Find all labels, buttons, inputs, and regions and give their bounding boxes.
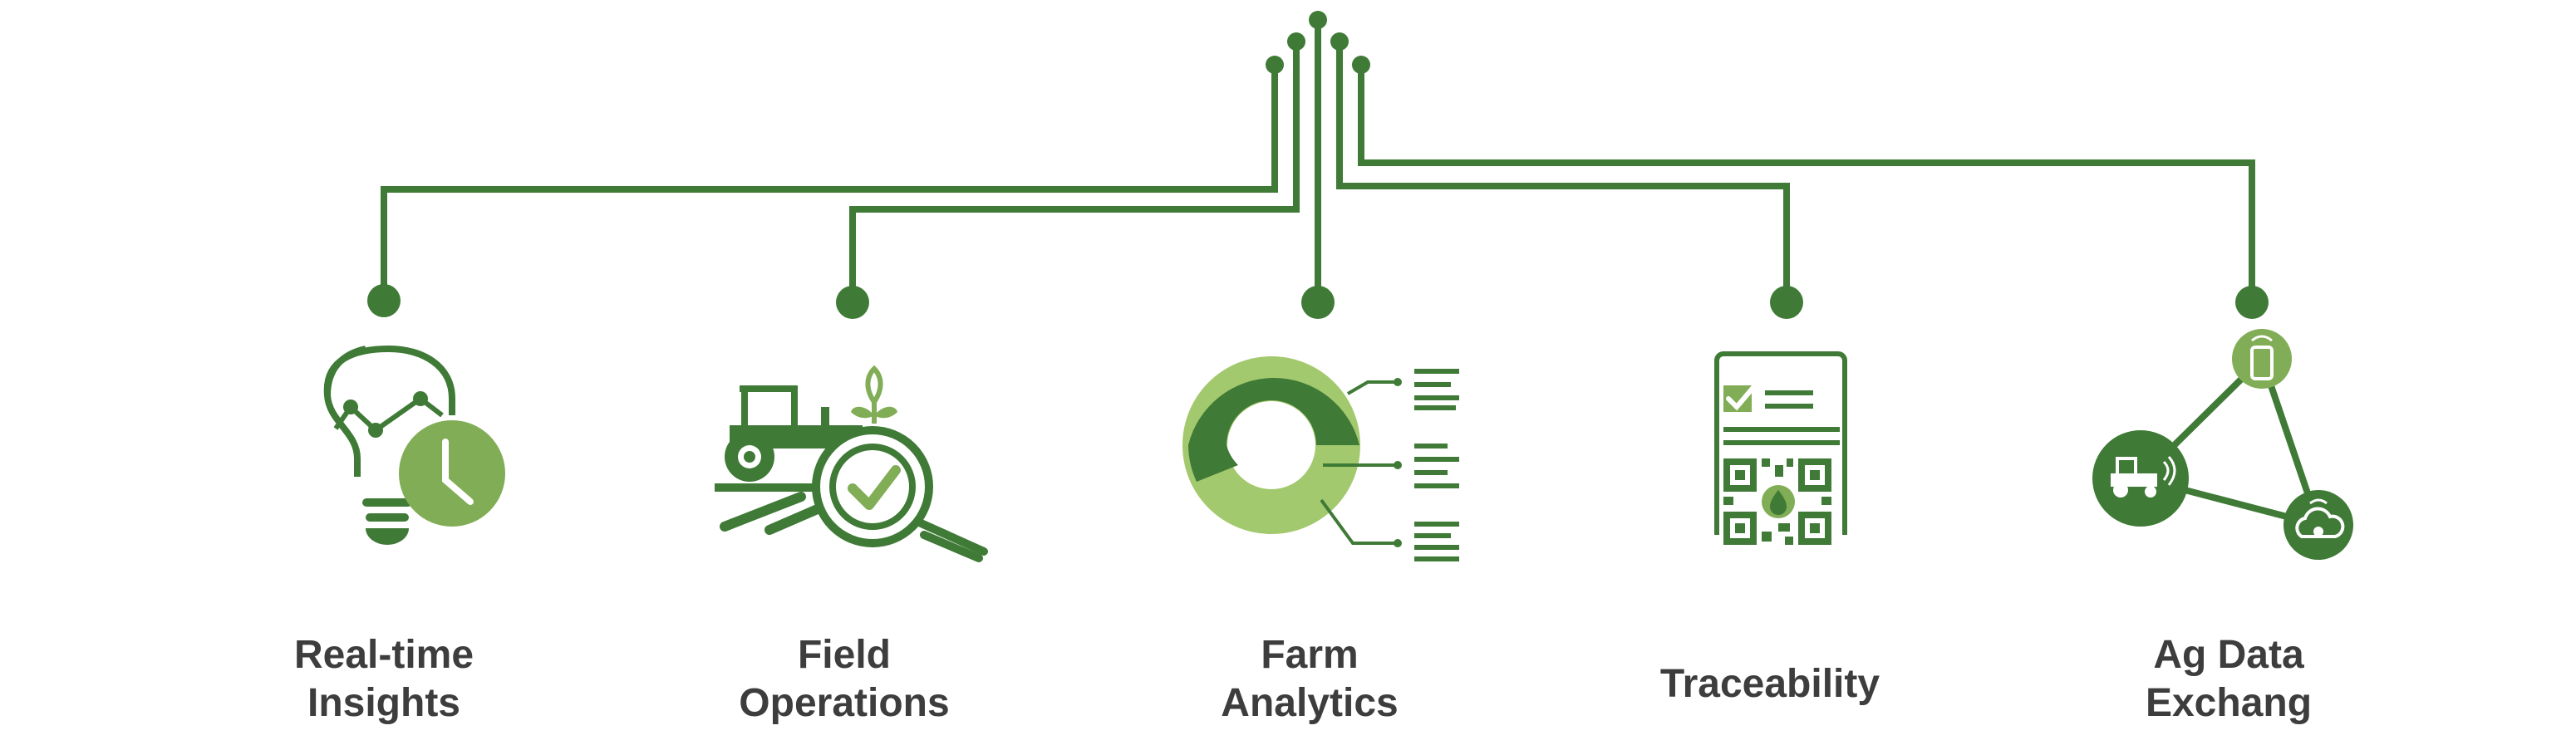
endpoint-dot-agdata <box>2235 286 2269 319</box>
trunk-dot <box>1352 56 1370 74</box>
cloud-node <box>2283 490 2353 560</box>
label-line-1: Real-time <box>293 633 474 677</box>
label-line-2: Exchang <box>2145 681 2313 725</box>
tractor-inspection-icon <box>715 365 988 562</box>
connector-realtime <box>381 65 1278 299</box>
trunk-dot <box>1287 32 1305 51</box>
label-line-2: Analytics <box>1221 681 1399 725</box>
phone-node <box>2232 329 2292 389</box>
label-line-1: Field <box>797 633 891 677</box>
connector-traceability <box>1336 42 1790 301</box>
label-line-2: Insights <box>307 681 460 725</box>
trunk-dot <box>1330 32 1349 51</box>
lightbulb-clock-icon <box>323 345 505 545</box>
endpoint-dot-traceability <box>1770 286 1803 319</box>
endpoint-dot-analytics <box>1301 286 1335 319</box>
donut-chart-icon <box>1182 356 1459 561</box>
label-line-1: Farm <box>1261 633 1359 677</box>
node-label-agdata: Ag Data Exchang <box>2054 631 2403 728</box>
network-devices-icon <box>2092 329 2353 560</box>
node-label-traceability: Traceability <box>1595 660 1944 708</box>
qr-document-icon <box>1714 351 1847 545</box>
node-label-analytics: Farm Analytics <box>1135 631 1484 728</box>
label-line-1: Ag Data <box>2153 633 2304 677</box>
clock-face <box>399 420 505 527</box>
label-line-1: Traceability <box>1659 662 1880 706</box>
node-label-field: Field Operations <box>670 631 1019 728</box>
connector-agdata <box>1358 65 2255 301</box>
trunk-dot <box>1266 56 1284 74</box>
endpoint-dot-field <box>836 286 869 319</box>
node-label-realtime: Real-time Insights <box>209 631 558 728</box>
connector-dots <box>367 11 2269 319</box>
endpoint-dot-realtime <box>367 284 401 317</box>
label-line-2: Operations <box>739 681 950 725</box>
connector-field <box>849 42 1300 301</box>
connector-lines <box>381 20 2255 301</box>
trunk-dot <box>1309 11 1327 29</box>
